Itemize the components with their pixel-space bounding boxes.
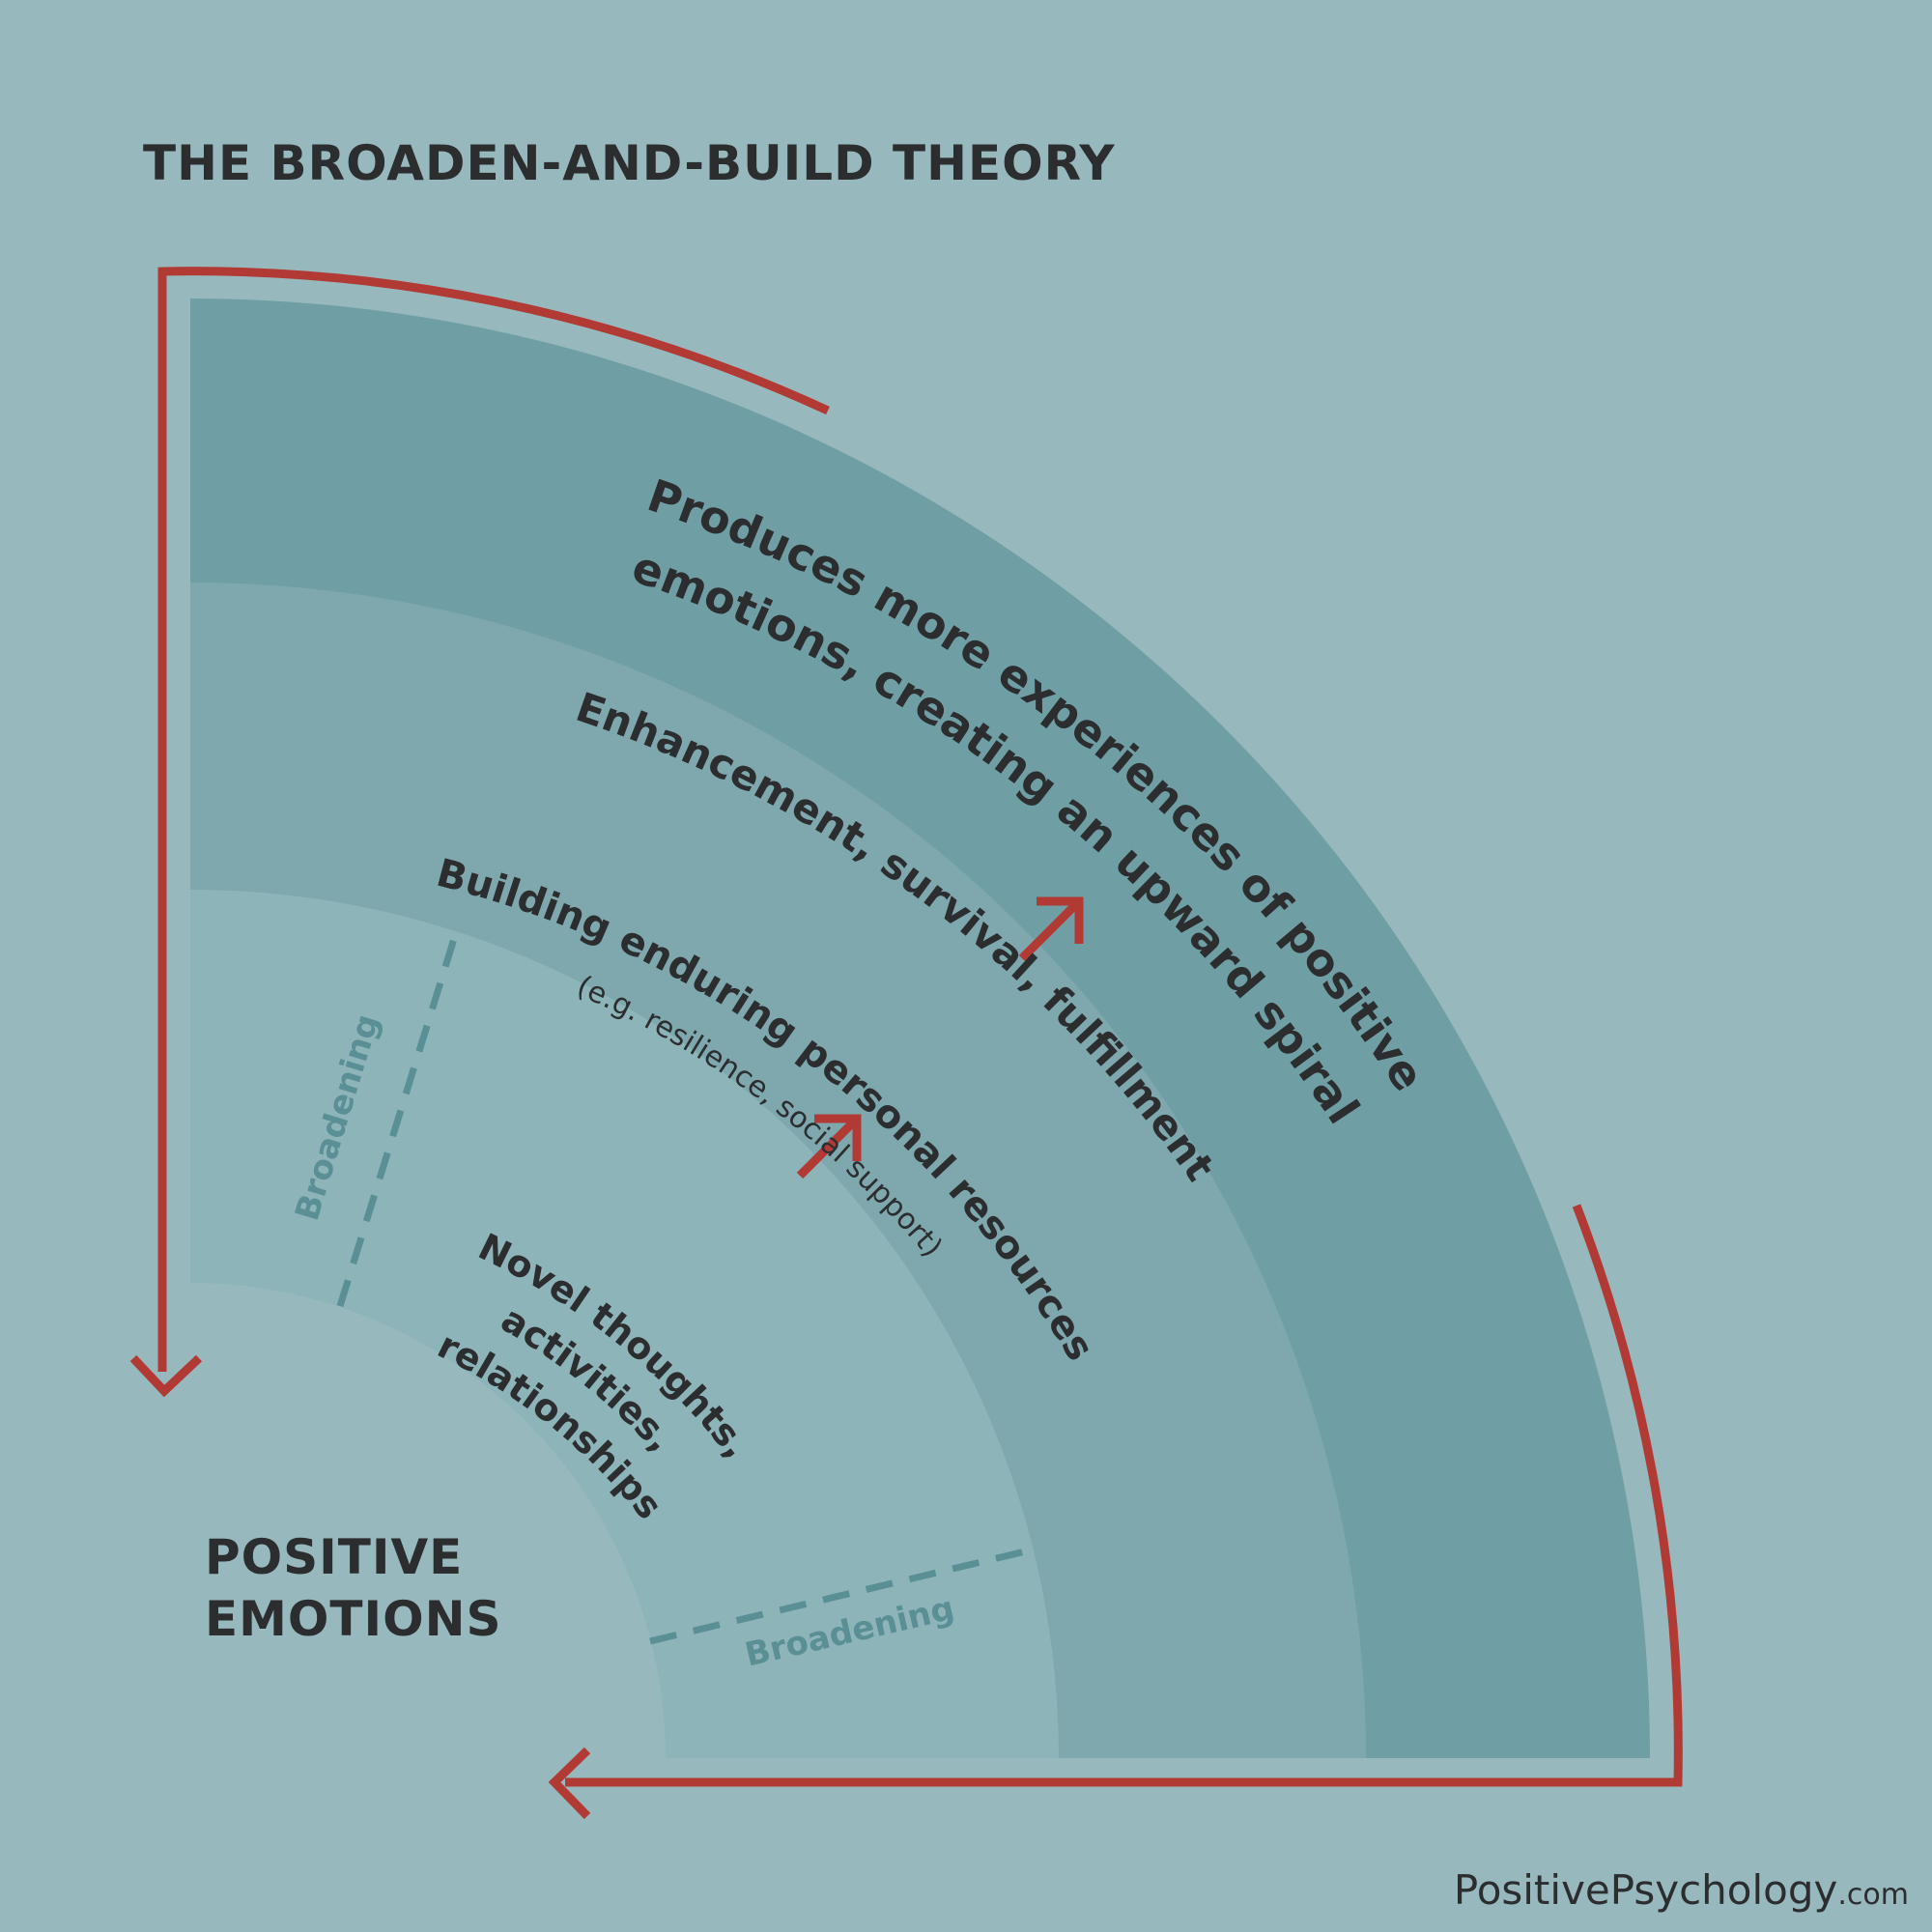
core-label-line2: EMOTIONS (205, 1591, 502, 1647)
broadening-line-left (336, 924, 462, 1308)
broadening-lines (336, 924, 1038, 1645)
top-bracket-arc (157, 267, 830, 1372)
progress-arrows (796, 896, 1084, 1179)
brand-domain: .com (1837, 1878, 1909, 1912)
core-label-line1: POSITIVE (205, 1529, 464, 1585)
left-arrowhead-icon (129, 1354, 203, 1398)
core-circle (190, 1283, 666, 1758)
cycle-arrow (129, 267, 1683, 1820)
broadening-line-bottom (649, 1545, 1038, 1645)
bottom-arrowhead-icon (548, 1747, 591, 1820)
progress-arrow-icon (796, 1114, 862, 1179)
brand-name: PositivePsychology (1453, 1866, 1838, 1914)
progress-arrow-icon (1018, 896, 1084, 962)
brand-logo: PositivePsychology.com (1454, 1866, 1909, 1914)
page-title: THE BROADEN-AND-BUILD THEORY (143, 135, 1116, 191)
core-label: POSITIVE EMOTIONS (205, 1526, 502, 1650)
right-bracket-arc (565, 1204, 1683, 1787)
